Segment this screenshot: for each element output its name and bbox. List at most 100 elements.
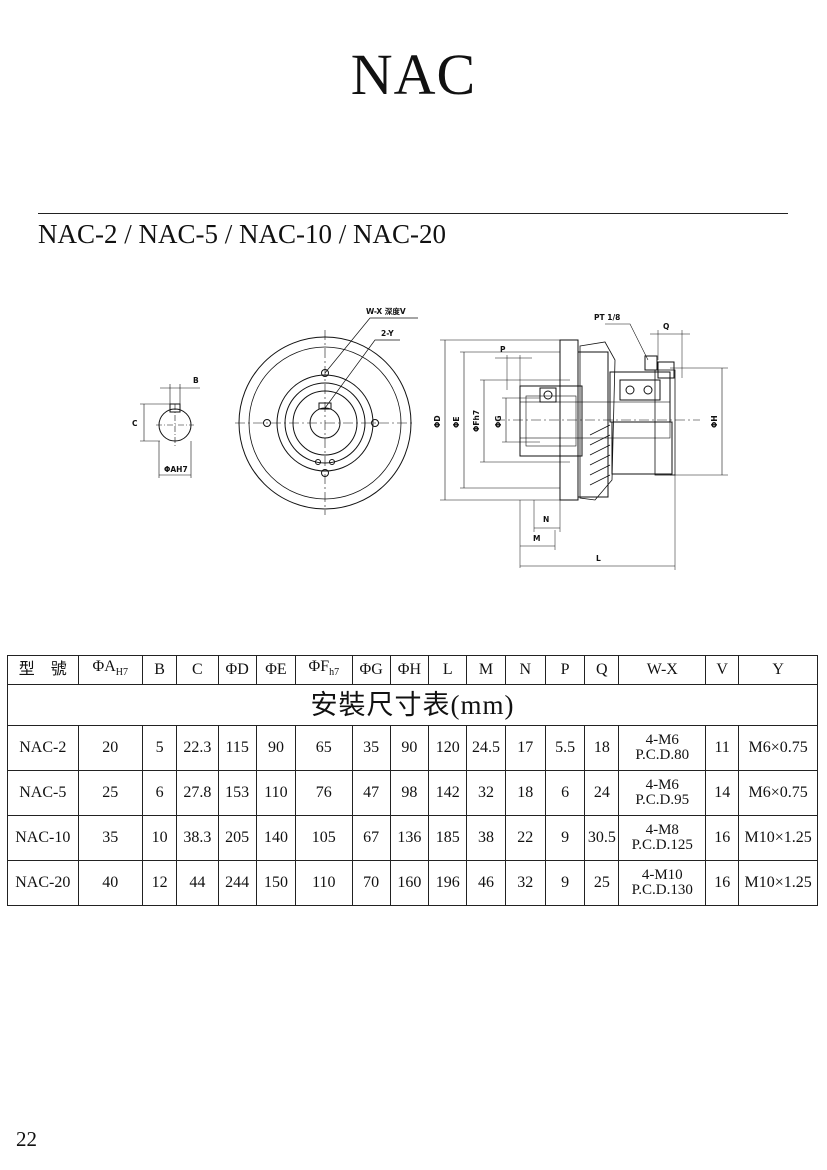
cell-n: 32 xyxy=(504,860,546,906)
cell-n: 17 xyxy=(504,725,546,771)
cell-v: 16 xyxy=(705,815,740,861)
header-p: P xyxy=(544,655,586,685)
cell-c: 27.8 xyxy=(176,770,219,816)
table-row: NAC-10 35 10 38.3 205 140 105 67 136 185… xyxy=(7,815,818,861)
technical-drawing: B C ΦAH7 W-X 深度V 2-Y P PT 1/8 Q ΦD ΦE ΦF… xyxy=(132,306,728,570)
cell-p: 9 xyxy=(544,815,586,861)
label-phi-h: ΦH xyxy=(710,415,719,428)
header-f-symbol: Φ xyxy=(308,657,321,675)
header-wx: W-X xyxy=(618,655,707,685)
cell-c: 44 xyxy=(176,860,219,906)
cell-d: 115 xyxy=(217,725,257,771)
table-row: NAC-20 40 12 44 244 150 110 70 160 196 4… xyxy=(7,860,818,906)
cell-c: 38.3 xyxy=(176,815,219,861)
cell-b: 12 xyxy=(141,860,178,906)
cell-q: 18 xyxy=(584,725,620,771)
cell-v: 14 xyxy=(705,770,740,816)
cell-h: 136 xyxy=(389,815,430,861)
table-row: NAC-5 25 6 27.8 153 110 76 47 98 142 32 … xyxy=(7,770,818,816)
cell-model: NAC-10 xyxy=(7,815,79,861)
cell-n: 18 xyxy=(504,770,546,816)
cell-p: 6 xyxy=(544,770,586,816)
label-q: Q xyxy=(663,322,669,331)
cell-p: 5.5 xyxy=(544,725,586,771)
page-title: NAC xyxy=(350,42,477,107)
header-f: ΦFh7 xyxy=(295,655,353,685)
page-number: 22 xyxy=(16,1127,37,1151)
cell-f: 65 xyxy=(295,725,353,771)
cell-g: 35 xyxy=(351,725,391,771)
label-m: M xyxy=(533,534,540,543)
header-f-main: F xyxy=(320,657,330,675)
cell-a: 25 xyxy=(77,770,143,816)
cell-c: 22.3 xyxy=(176,725,219,771)
label-wx-depth: W-X 深度V xyxy=(366,306,406,316)
cell-a: 20 xyxy=(77,725,143,771)
label-pt: PT 1/8 xyxy=(594,313,620,322)
cell-model: NAC-2 xyxy=(7,725,79,771)
cell-q: 30.5 xyxy=(584,815,620,861)
label-phi-g: ΦG xyxy=(494,415,503,428)
cell-v: 11 xyxy=(705,725,740,771)
header-a-main: A xyxy=(104,657,116,675)
cell-m: 38 xyxy=(466,815,506,861)
cell-f: 105 xyxy=(295,815,353,861)
cell-d: 153 xyxy=(217,770,257,816)
side-section-view xyxy=(440,323,728,570)
label-b: B xyxy=(193,376,199,385)
cell-b: 10 xyxy=(141,815,178,861)
cell-g: 67 xyxy=(351,815,391,861)
label-phi-a: ΦAH7 xyxy=(164,465,188,474)
cell-wx-thread: 4-M6 xyxy=(645,732,679,748)
cell-e: 150 xyxy=(255,860,297,906)
cell-f: 110 xyxy=(295,860,353,906)
header-f-sub: h7 xyxy=(329,667,340,679)
header-model: 型 號 xyxy=(7,655,79,685)
cell-q: 25 xyxy=(584,860,620,906)
table-caption: 安裝尺寸表(mm) xyxy=(7,684,818,726)
header-y: Y xyxy=(738,655,818,685)
cell-q: 24 xyxy=(584,770,620,816)
label-l: L xyxy=(596,554,601,563)
cell-l: 185 xyxy=(428,815,468,861)
label-p: P xyxy=(500,345,506,354)
cell-h: 90 xyxy=(389,725,430,771)
cell-y: M6×0.75 xyxy=(738,770,818,816)
label-phi-d: ΦD xyxy=(433,415,442,428)
header-h: ΦH xyxy=(389,655,430,685)
cell-wx-thread: 4-M8 xyxy=(645,822,679,838)
cell-model: NAC-5 xyxy=(7,770,79,816)
header-a-symbol: Φ xyxy=(92,657,105,675)
cell-f: 76 xyxy=(295,770,353,816)
front-view xyxy=(235,317,418,515)
cell-b: 6 xyxy=(141,770,178,816)
cell-wx-pcd: P.C.D.125 xyxy=(631,837,693,853)
label-n: N xyxy=(543,515,549,524)
cell-m: 32 xyxy=(466,770,506,816)
table-row: NAC-2 20 5 22.3 115 90 65 35 90 120 24.5… xyxy=(7,725,818,771)
cell-v: 16 xyxy=(705,860,740,906)
header-g: ΦG xyxy=(351,655,391,685)
dimension-table: 安裝尺寸表(mm) 型 號 ΦAH7 B C ΦD ΦE ΦFh7 ΦG ΦH … xyxy=(7,655,818,906)
cell-l: 142 xyxy=(428,770,468,816)
cell-h: 98 xyxy=(389,770,430,816)
cell-wx-pcd: P.C.D.95 xyxy=(635,792,690,808)
cell-l: 196 xyxy=(428,860,468,906)
header-a: ΦAH7 xyxy=(77,655,143,685)
header-m: M xyxy=(466,655,506,685)
cell-wx-pcd: P.C.D.80 xyxy=(635,747,690,763)
cell-y: M10×1.25 xyxy=(738,815,818,861)
cell-e: 110 xyxy=(255,770,297,816)
cell-e: 140 xyxy=(255,815,297,861)
title-divider xyxy=(38,213,788,214)
cell-g: 70 xyxy=(351,860,391,906)
cell-l: 120 xyxy=(428,725,468,771)
header-l: L xyxy=(428,655,468,685)
header-a-sub: H7 xyxy=(115,667,128,679)
cell-e: 90 xyxy=(255,725,297,771)
cell-n: 22 xyxy=(504,815,546,861)
cell-wx-thread: 4-M10 xyxy=(641,867,683,883)
